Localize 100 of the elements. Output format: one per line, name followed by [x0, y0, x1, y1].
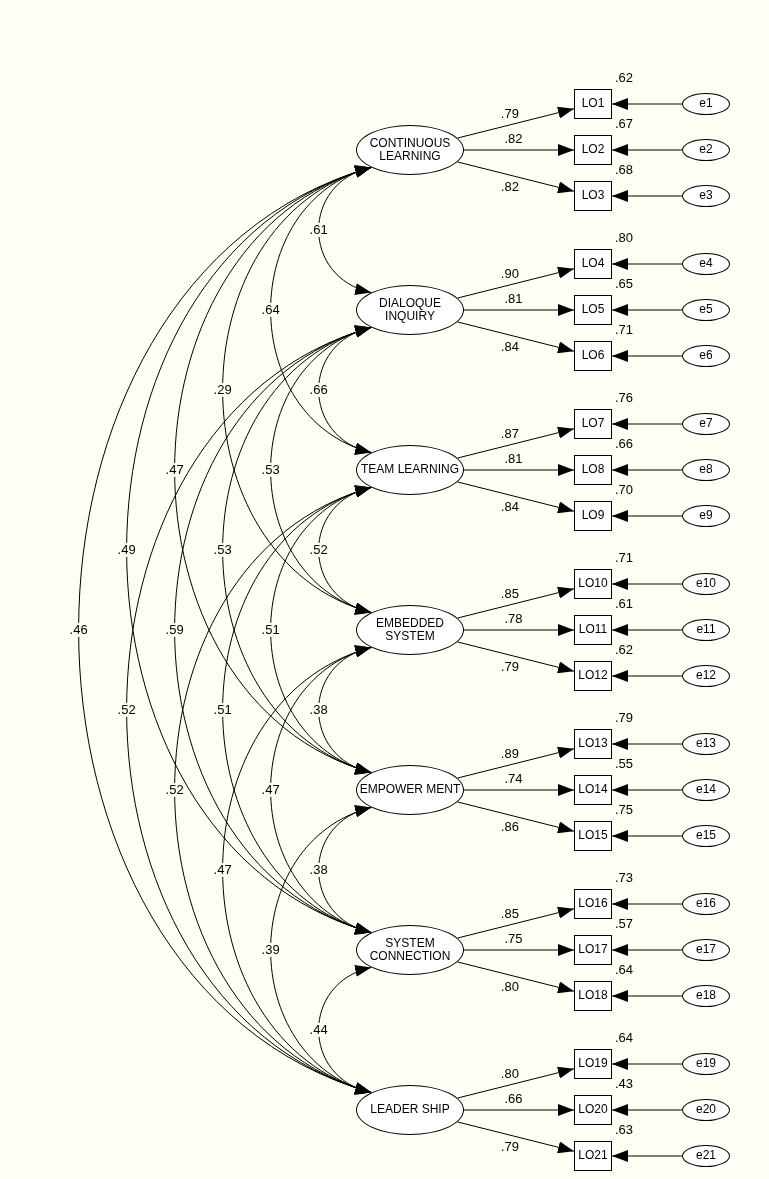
- error-ellipse: e12: [682, 665, 730, 687]
- edge-label: .59: [164, 622, 185, 638]
- path-arrow: [456, 266, 575, 299]
- path-arrow: [463, 464, 575, 476]
- error-arrow: [611, 144, 683, 156]
- error-ellipse: e17: [682, 939, 730, 961]
- path-arrow: [456, 746, 575, 779]
- error-ellipse: e1: [682, 93, 730, 115]
- edge-label: .61: [308, 222, 329, 238]
- path-arrow: [456, 1066, 575, 1099]
- path-arrow: [463, 624, 575, 636]
- error-ellipse: e16: [682, 893, 730, 915]
- edge-label: .52: [308, 542, 329, 558]
- indicator-box: LO15: [574, 821, 612, 851]
- path-arrow: [456, 586, 575, 619]
- indicator-box: LO19: [574, 1049, 612, 1079]
- path-arrow: [463, 1104, 575, 1116]
- covariance-arrow: [270, 807, 372, 1093]
- edge-label: .51: [212, 702, 233, 718]
- error-ellipse: e15: [682, 825, 730, 847]
- factor-ellipse: EMPOWER MENT: [356, 765, 464, 815]
- error-ellipse: e21: [682, 1145, 730, 1167]
- indicator-box: LO18: [574, 981, 612, 1011]
- error-arrow: [611, 1150, 683, 1162]
- edge-label: .53: [260, 462, 281, 478]
- indicator-box: LO11: [574, 615, 612, 645]
- error-arrow: [611, 578, 683, 590]
- edge-label: .80: [499, 1066, 520, 1081]
- path-arrow: [456, 961, 575, 994]
- path-arrow: [456, 641, 575, 674]
- covariance-arrow: [318, 166, 372, 294]
- error-ellipse: e10: [682, 573, 730, 595]
- edge-label: .49: [116, 542, 137, 558]
- factor-ellipse: CONTINUOUS LEARNING: [356, 125, 464, 175]
- path-arrow: [456, 1121, 575, 1154]
- edge-label: .90: [499, 266, 520, 281]
- error-ellipse: e14: [682, 779, 730, 801]
- error-arrow: [611, 738, 683, 750]
- indicator-box: LO9: [574, 501, 612, 531]
- error-arrow: [611, 624, 683, 636]
- edge-label: .85: [499, 906, 520, 921]
- error-ellipse: e20: [682, 1099, 730, 1121]
- edge-label: .46: [68, 622, 89, 638]
- indicator-box: LO14: [574, 775, 612, 805]
- indicator-box: LO13: [574, 729, 612, 759]
- error-arrow: [611, 190, 683, 202]
- covariance-arrow: [318, 806, 372, 934]
- path-arrow: [463, 944, 575, 956]
- covariance-arrow: [318, 646, 372, 774]
- error-arrow: [611, 258, 683, 270]
- error-arrow: [611, 464, 683, 476]
- edge-label: .87: [499, 426, 520, 441]
- path-arrow: [456, 481, 575, 514]
- factor-ellipse: SYSTEM CONNECTION: [356, 925, 464, 975]
- indicator-box: LO10: [574, 569, 612, 599]
- indicator-box: LO12: [574, 661, 612, 691]
- indicator-box: LO8: [574, 455, 612, 485]
- indicator-box: LO4: [574, 249, 612, 279]
- path-arrow: [463, 304, 575, 316]
- error-ellipse: e7: [682, 413, 730, 435]
- error-arrow: [611, 304, 683, 316]
- error-arrow: [611, 784, 683, 796]
- edge-label: .38: [308, 862, 329, 878]
- error-ellipse: e2: [682, 139, 730, 161]
- error-arrow: [611, 898, 683, 910]
- edge-label: .44: [308, 1022, 329, 1038]
- indicator-box: LO2: [574, 135, 612, 165]
- edge-label: .52: [164, 782, 185, 798]
- indicator-box: LO21: [574, 1141, 612, 1171]
- edge-label: .53: [212, 542, 233, 558]
- edge-label: .79: [499, 106, 520, 121]
- indicator-box: LO16: [574, 889, 612, 919]
- error-ellipse: e6: [682, 345, 730, 367]
- error-ellipse: e4: [682, 253, 730, 275]
- factor-ellipse: DIALOQUE INQUIRY: [356, 285, 464, 335]
- error-ellipse: e13: [682, 733, 730, 755]
- factor-ellipse: LEADER SHIP: [356, 1085, 464, 1135]
- error-ellipse: e18: [682, 985, 730, 1007]
- error-arrow: [611, 1058, 683, 1070]
- error-arrow: [611, 944, 683, 956]
- error-ellipse: e3: [682, 185, 730, 207]
- edge-label: .89: [499, 746, 520, 761]
- indicator-box: LO20: [574, 1095, 612, 1125]
- edge-label: .47: [212, 862, 233, 878]
- indicator-box: LO7: [574, 409, 612, 439]
- edge-label: .85: [499, 586, 520, 601]
- path-arrow: [456, 321, 575, 354]
- error-arrow: [611, 350, 683, 362]
- edge-label: .47: [164, 462, 185, 478]
- covariance-arrow: [318, 966, 372, 1094]
- indicator-box: LO5: [574, 295, 612, 325]
- path-arrow: [463, 784, 575, 796]
- error-arrow: [611, 670, 683, 682]
- error-ellipse: e19: [682, 1053, 730, 1075]
- edge-label: .52: [116, 702, 137, 718]
- edge-label: .47: [260, 782, 281, 798]
- path-arrow: [456, 106, 575, 139]
- path-arrow: [456, 906, 575, 939]
- error-arrow: [611, 990, 683, 1002]
- error-arrow: [611, 1104, 683, 1116]
